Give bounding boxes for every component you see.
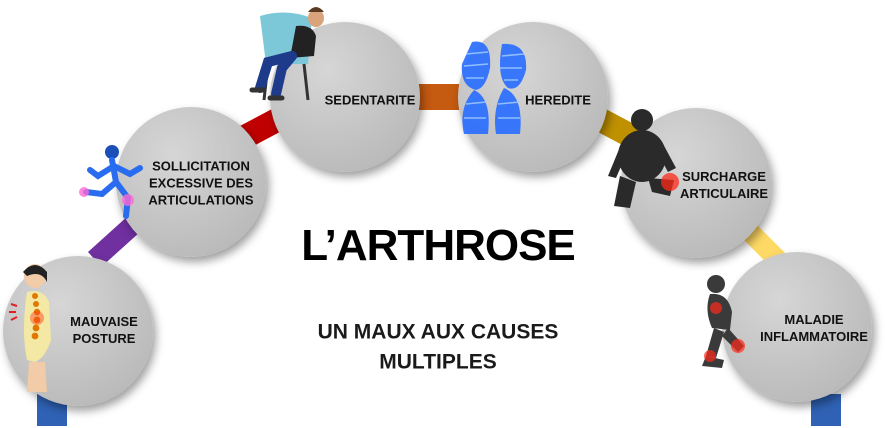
label-line: POSTURE bbox=[72, 331, 136, 346]
chromosome-icon bbox=[461, 41, 527, 134]
running-skeleton-icon bbox=[79, 145, 143, 219]
subtitle-line: MULTIPLES bbox=[379, 351, 497, 374]
diagram-title: L’ARTHROSE bbox=[301, 221, 576, 270]
label-line: SURCHARGE bbox=[682, 168, 766, 184]
cause-label-sollicitation: SOLLICITATION EXCESSIVE DES ARTICULATION… bbox=[148, 157, 253, 208]
label-line: ARTICULAIRE bbox=[679, 186, 769, 201]
label-line: ARTICULATIONS bbox=[148, 192, 254, 208]
cause-label-maladie: MALADIE INFLAMMATOIRE bbox=[760, 311, 868, 345]
label-line: SEDENTARITE bbox=[324, 92, 416, 108]
cause-label-heredite: HEREDITE bbox=[525, 91, 591, 108]
cause-bubble-maladie bbox=[722, 252, 872, 402]
label-line: EXCESSIVE DES bbox=[148, 175, 254, 191]
cause-label-mauvaise-posture: MAUVAISE POSTURE bbox=[70, 313, 138, 347]
person-armchair-icon bbox=[249, 7, 324, 101]
label-line: HEREDITE bbox=[525, 92, 591, 108]
overweight-body-knee-icon bbox=[608, 109, 679, 208]
label-line: INFLAMMATOIRE bbox=[760, 329, 868, 344]
cause-label-sedentarite: SEDENTARITE bbox=[325, 91, 416, 108]
label-line: SOLLICITATION bbox=[152, 158, 250, 174]
label-line: MALADIE bbox=[784, 311, 844, 327]
subtitle-line: UN MAUX AUX CAUSES bbox=[317, 320, 559, 344]
cause-label-surcharge: SURCHARGE ARTICULAIRE bbox=[680, 168, 768, 202]
diagram-subtitle: UN MAUX AUX CAUSES MULTIPLES bbox=[318, 318, 559, 379]
label-line: MAUVAISE bbox=[70, 313, 138, 329]
woman-posture-spine-icon bbox=[9, 264, 51, 392]
kneeling-body-inflamed-icon bbox=[702, 275, 745, 368]
cause-bubble-sollicitation bbox=[116, 107, 266, 257]
